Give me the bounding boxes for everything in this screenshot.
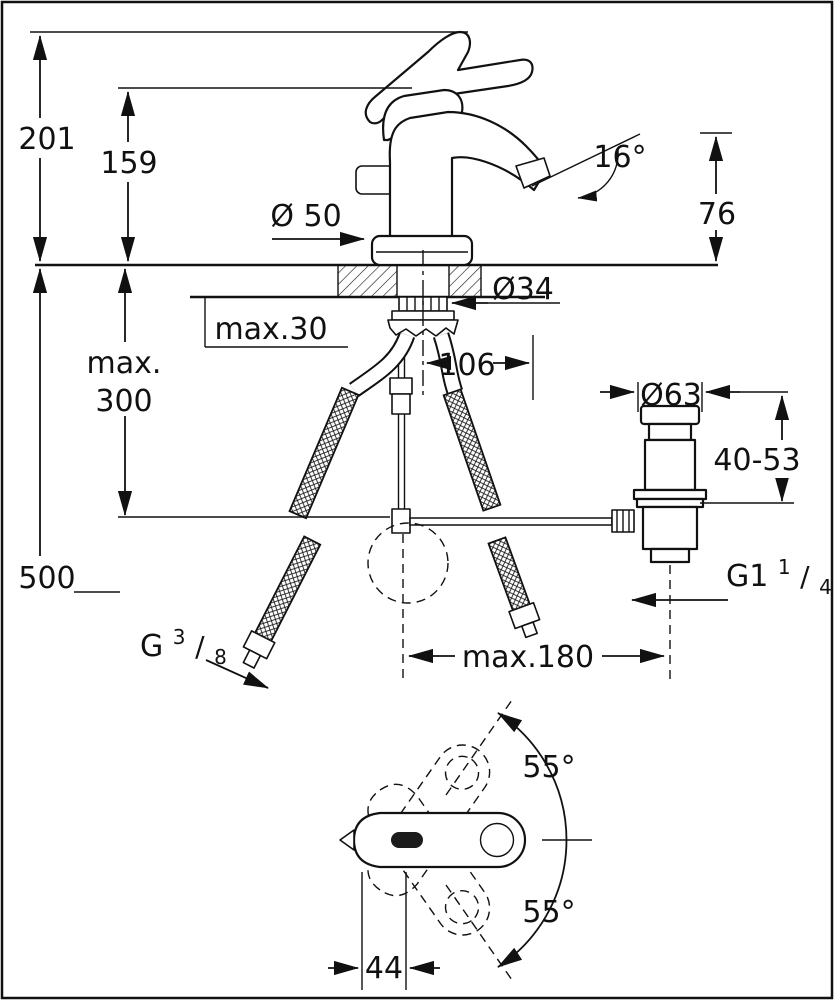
waste-lower-body [641,505,699,551]
waste-lock-flange [632,488,708,501]
faucet-aerator [515,157,551,189]
dim-clamping-range-4053: 40-53 [700,394,801,504]
dim-base-diameter-50: Ø 50 [270,199,366,247]
label-spout-reach: 106 [438,348,495,383]
rod-clevis [391,508,411,534]
waste-neck [647,422,693,442]
label-handle-offset: 44 [365,951,403,986]
handle-left-tip [339,829,355,851]
supply-hoses [242,331,541,669]
dim-waste-thread-g114: G1 1 / 4 [630,547,832,608]
handle-solid-outline [352,811,527,869]
deck-hatch-left [338,266,397,296]
dim-max-distance-180: max.180 [407,640,666,675]
waste-upper-body [643,438,697,492]
label-base-diameter: Ø 50 [270,199,341,234]
label-supply-thread: G 3 / 8 [140,617,227,669]
handle-slot [391,832,423,848]
label-spout-angle: 16° [593,140,646,175]
dim-waste-flange-63: Ø63 [600,378,788,413]
hose-braid-upper-left [288,386,360,520]
label-shank-diameter: Ø34 [492,272,554,307]
faucet-body-spout [388,110,548,242]
label-max-depth-2: 300 [95,384,152,419]
handle-top-view: 55° 55° [339,699,592,981]
label-max-distance: max.180 [462,640,594,675]
faucet-base [370,234,474,267]
hose-braid-lower-left [242,535,322,669]
label-swivel-down: 55° [522,895,575,930]
waste-tailpiece [649,547,691,564]
label-hose-length: 500 [18,561,75,596]
dim-total-height-201: 201 [18,31,468,263]
dim-handle-offset-44: 44 [328,872,440,990]
horizontal-rod [409,517,613,526]
waste-lock-nut [635,497,705,509]
dim-spout-angle-16: 16° [531,133,647,202]
label-deck-thickness: max.30 [214,312,327,347]
label-swivel-up: 55° [522,750,575,785]
dim-deck-thickness-max30: max.30 [204,297,348,348]
dim-shank-diameter-34: Ø34 [450,272,560,311]
dim-hose-length-500: 500 [18,267,120,596]
label-waste-flange: Ø63 [640,378,702,413]
handle-swivel-down-outline [367,783,491,936]
label-max-depth-1: max. [87,346,162,381]
dim-spout-reach-106: 106 [425,335,534,400]
label-waste-thread: G1 1 / 4 [726,547,832,599]
dim-body-height-159: 159 [100,87,412,263]
rod-adjuster [389,377,413,395]
rod-adjuster-lower [391,393,411,415]
trap-outline-dashed [367,522,449,604]
dim-supply-thread-g38: G 3 / 8 [140,617,269,689]
label-clamping-range: 40-53 [713,443,800,478]
label-body-height: 159 [100,146,157,181]
deck-hatch-right [449,266,481,296]
hose-tip-left [242,649,262,669]
label-outlet-height: 76 [698,197,736,232]
pop-up-waste-valve [611,404,708,564]
counter-section [35,263,718,299]
centerlines [402,250,671,682]
faucet-rear-knob [355,165,395,195]
swivel-arc [497,712,568,968]
mounting-nut [387,319,459,337]
hose-braid-upper-right [442,388,502,512]
label-total-height: 201 [18,122,75,157]
faucet-side-view [355,30,551,267]
dim-outlet-height-76: 76 [696,132,736,263]
hose-braid-lower-right [487,536,541,639]
hose-tip-right [520,621,538,639]
dim-max-depth-300: max. 300 [87,267,390,518]
